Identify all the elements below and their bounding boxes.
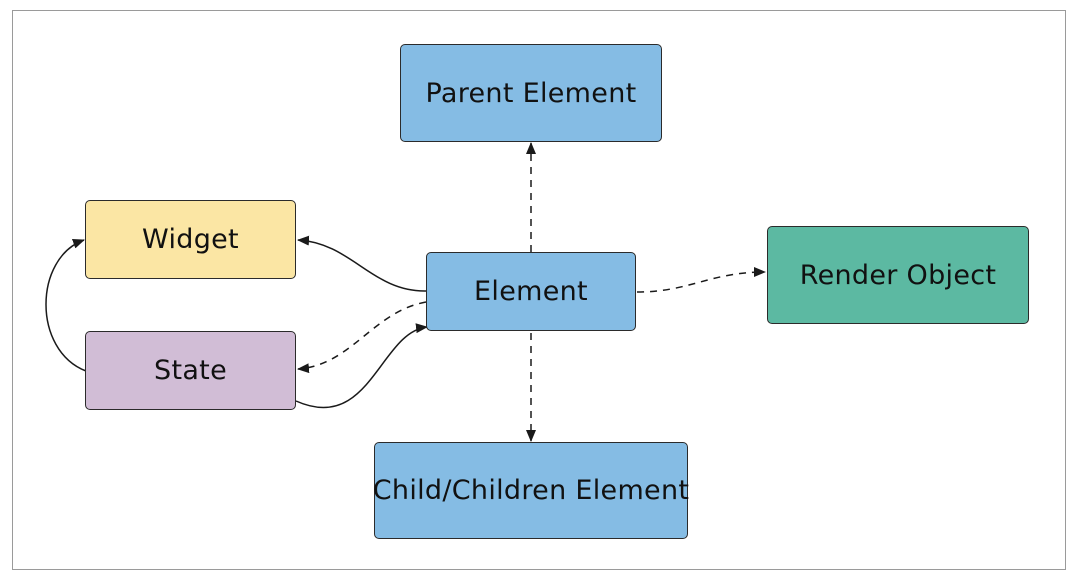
node-widget: Widget — [85, 200, 296, 279]
edge-element-to-render — [636, 267, 766, 293]
node-child-element-label: Child/Children Element — [372, 475, 690, 506]
node-parent-element-label: Parent Element — [425, 77, 637, 109]
edge-element-to-widget — [297, 235, 427, 292]
node-element: Element — [426, 252, 636, 331]
node-state-label: State — [154, 355, 227, 386]
node-state: State — [85, 331, 296, 410]
node-widget-label: Widget — [142, 224, 239, 255]
edge-state-to-widget — [45, 239, 87, 372]
edge-element-to-state — [297, 301, 427, 374]
node-render-object: Render Object — [767, 226, 1029, 324]
node-parent-element: Parent Element — [400, 44, 662, 142]
node-render-object-label: Render Object — [799, 259, 997, 291]
node-element-label: Element — [474, 276, 588, 307]
edge-state-to-element — [295, 323, 428, 409]
node-child-element: Child/Children Element — [372, 442, 690, 539]
